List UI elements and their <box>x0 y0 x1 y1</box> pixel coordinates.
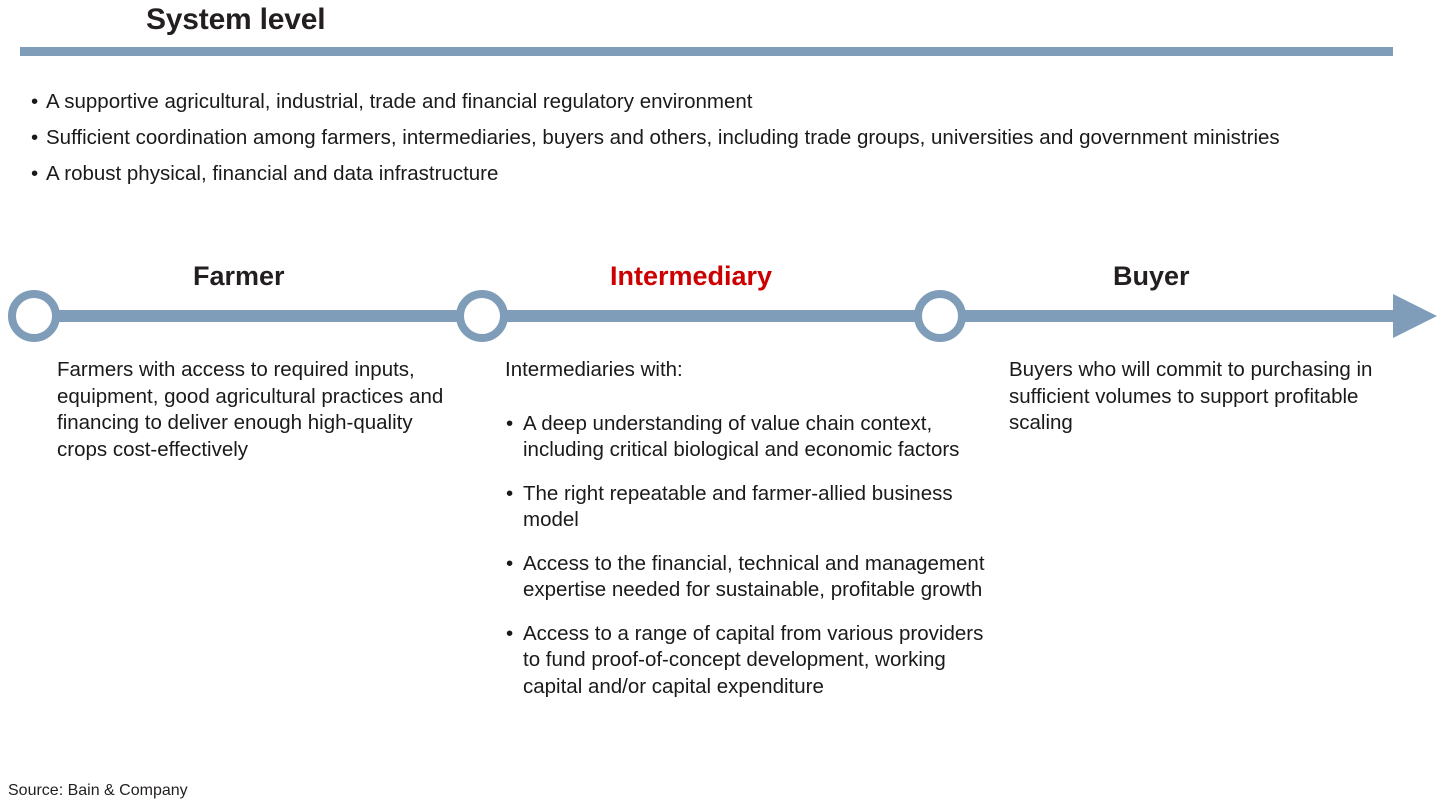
bullet-dot-icon: • <box>506 411 514 435</box>
column-farmer: Farmers with access to required inputs, … <box>57 357 467 463</box>
list-item: • Sufficient coordination among farmers,… <box>30 124 1370 151</box>
column-intermediary-bullet-list: • A deep understanding of value chain co… <box>505 411 985 701</box>
column-intermediary: Intermediaries with: • A deep understand… <box>505 357 985 700</box>
node-circle-buyer <box>914 290 966 342</box>
node-label-buyer: Buyer <box>1113 261 1190 291</box>
bullet-dot-icon: • <box>506 481 514 505</box>
list-item: • A robust physical, financial and data … <box>30 160 1370 187</box>
bullet-dot-icon: • <box>506 551 514 575</box>
column-buyer-body: Buyers who will commit to purchasing in … <box>1009 358 1373 434</box>
page-title: System level <box>146 3 326 36</box>
list-item-text: Access to the financial, technical and m… <box>523 551 985 602</box>
list-item-text: A robust physical, financial and data in… <box>46 162 499 185</box>
arrow-shaft <box>30 310 1398 322</box>
column-intermediary-intro: Intermediaries with: <box>505 358 683 381</box>
list-item: • A supportive agricultural, industrial,… <box>30 88 1370 115</box>
list-item-text: A deep understanding of value chain cont… <box>523 411 960 462</box>
list-item: • Access to a range of capital from vari… <box>505 621 985 701</box>
bullet-dot-icon: • <box>506 621 514 645</box>
node-circle-farmer <box>8 290 60 342</box>
column-buyer: Buyers who will commit to purchasing in … <box>1009 357 1409 437</box>
list-item: • A deep understanding of value chain co… <box>505 411 985 464</box>
source-note: Source: Bain & Company <box>8 782 188 799</box>
node-label-intermediary: Intermediary <box>610 261 773 291</box>
system-level-bullet-list: • A supportive agricultural, industrial,… <box>30 88 1370 187</box>
value-chain-diagram: Farmer Intermediary Buyer <box>0 255 1440 365</box>
value-chain-arrow-graphic <box>8 290 1437 342</box>
list-item-text: A supportive agricultural, industrial, t… <box>46 90 753 113</box>
list-item: • Access to the financial, technical and… <box>505 551 985 604</box>
bullet-dot-icon: • <box>31 126 39 149</box>
list-item: • The right repeatable and farmer-allied… <box>505 481 985 534</box>
list-item-text: Sufficient coordination among farmers, i… <box>46 126 1280 149</box>
arrow-head-icon <box>1393 294 1437 338</box>
node-circle-intermediary <box>456 290 508 342</box>
list-item-text: The right repeatable and farmer-allied b… <box>523 481 953 532</box>
column-farmer-body: Farmers with access to required inputs, … <box>57 358 444 461</box>
bullet-dot-icon: • <box>31 90 39 113</box>
node-label-farmer: Farmer <box>193 261 285 291</box>
title-underline-rule <box>20 47 1393 56</box>
bullet-dot-icon: • <box>31 162 39 185</box>
list-item-text: Access to a range of capital from variou… <box>523 621 984 698</box>
